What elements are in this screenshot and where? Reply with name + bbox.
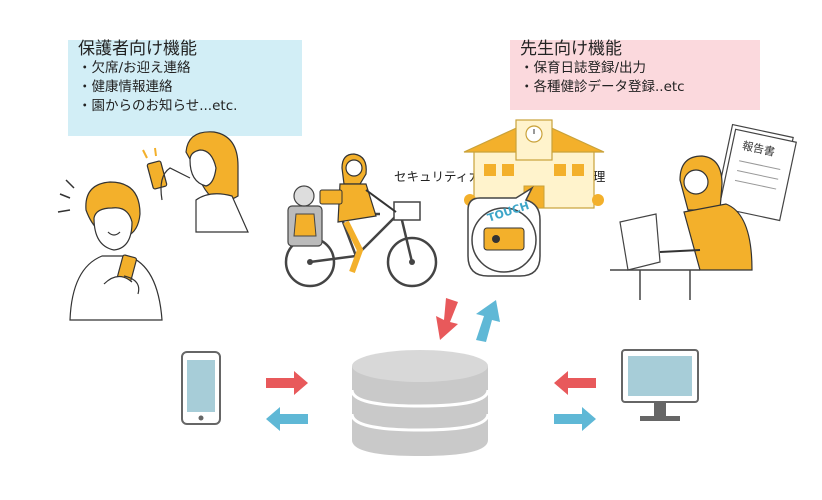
parent-feature-item: ・健康情報連絡 bbox=[78, 79, 173, 95]
teacher-at-laptop-illustration: 報告書 bbox=[610, 123, 797, 300]
blue-arrow-up-from-database bbox=[476, 300, 500, 342]
blue-arrow-right-database-to-monitor bbox=[554, 407, 596, 431]
report-document: 報告書 bbox=[715, 123, 797, 222]
teacher-features-title: 先生向け機能 bbox=[520, 39, 622, 59]
smartphone-icon bbox=[181, 351, 221, 425]
parent-feature-item: ・欠席/お迎え連絡 bbox=[78, 60, 191, 76]
parent-with-phone-illustration bbox=[57, 179, 163, 321]
blue-arrow-left-database-to-phone bbox=[266, 407, 308, 431]
parent-features-title: 保護者向け機能 bbox=[78, 39, 197, 59]
desktop-monitor-icon bbox=[621, 349, 699, 421]
red-arrow-right-phone-to-database bbox=[266, 371, 308, 395]
database-icon bbox=[350, 350, 490, 456]
parent-features-panel bbox=[68, 40, 302, 136]
red-arrow-left-monitor-to-database bbox=[554, 371, 596, 395]
teacher-feature-item: ・各種健診データ登録..etc bbox=[520, 79, 685, 95]
school-building-illustration bbox=[463, 119, 605, 209]
parent-feature-item: ・園からのお知らせ...etc. bbox=[78, 98, 238, 114]
teacher-feature-item: ・保育日誌登録/出力 bbox=[520, 60, 647, 76]
report-label: 報告書 bbox=[741, 138, 776, 159]
mother-with-phone-illustration bbox=[142, 131, 249, 233]
teacher-features-panel bbox=[510, 40, 760, 110]
touch-card-bubble: TOUCH bbox=[467, 185, 541, 277]
red-arrow-down-to-database bbox=[436, 298, 458, 340]
bicycle-commute-illustration bbox=[284, 153, 438, 288]
